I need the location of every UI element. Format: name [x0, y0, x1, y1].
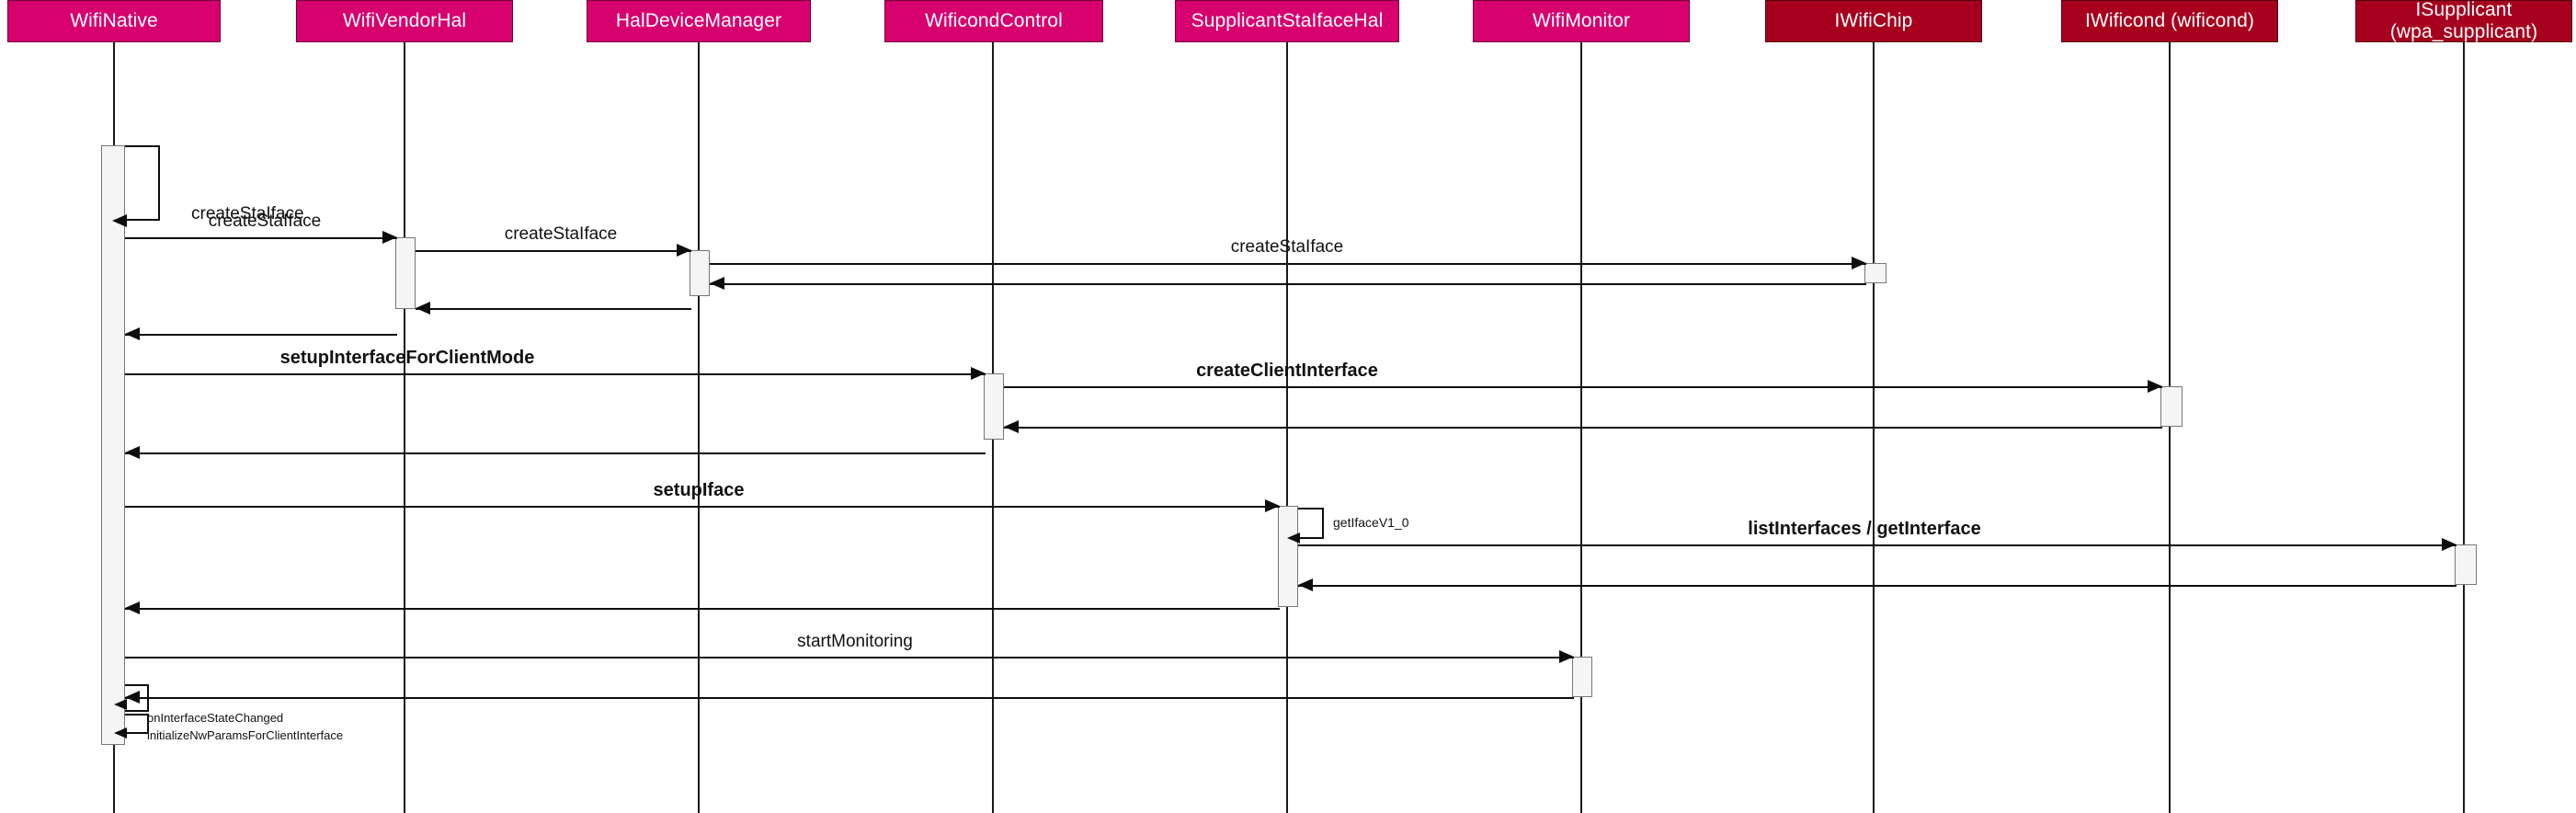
messageline-m2	[125, 237, 397, 239]
messageline-m7	[125, 334, 397, 336]
messageline-m8	[125, 373, 986, 375]
arrowhead-m2	[382, 231, 397, 244]
participant-iwificond[interactable]: IWificond (wificond)	[2061, 0, 2278, 42]
arrowhead-m15	[1298, 578, 1313, 591]
messageline-m6	[416, 308, 691, 310]
activation-supplicantstaifacehal	[1278, 506, 1298, 607]
messageline-m16	[125, 608, 1280, 610]
lifeline-wifivendorhal	[404, 42, 405, 813]
messageline-m5	[710, 283, 1866, 285]
message-label-m8: setupInterfaceForClientMode	[279, 348, 535, 368]
message-label-m13: getIfaceV1_0	[1333, 515, 1409, 530]
participant-isupplicant[interactable]: ISupplicant (wpa_supplicant)	[2355, 0, 2572, 42]
messageline-m18	[125, 697, 1574, 699]
lifeline-haldevicemanager	[698, 42, 700, 813]
lifeline-isupplicant	[2463, 42, 2465, 813]
message-label-m17: startMonitoring	[797, 632, 913, 651]
participant-haldevicemanager[interactable]: HalDeviceManager	[587, 0, 811, 42]
participant-wificondcontrol[interactable]: WificondControl	[884, 0, 1103, 42]
messageline-m14	[1298, 544, 2456, 546]
arrowhead-m11	[125, 446, 140, 459]
message-label-m12: setupIface	[653, 480, 745, 500]
arrowhead-m16	[125, 601, 140, 614]
arrowhead-m10	[1004, 420, 1019, 433]
messageline-m11	[125, 452, 986, 454]
arrowhead-m3	[677, 244, 691, 257]
arrowhead-m17	[1559, 650, 1574, 663]
selfloop-oninterfacestatechanged	[125, 684, 149, 712]
arrowhead-m20	[114, 727, 127, 739]
arrowhead-m9	[2148, 380, 2162, 393]
messageline-m9	[1004, 386, 2162, 388]
activation-wificondcontrol	[984, 373, 1004, 440]
message-label-m2: createStaIface	[208, 212, 322, 231]
messageline-m17	[125, 657, 1574, 658]
arrowhead-m4	[1852, 257, 1866, 269]
activation-wifinative-main	[101, 145, 125, 745]
messageline-m15	[1298, 585, 2456, 587]
arrowhead-m7	[125, 327, 140, 340]
message-label-m9: createClientInterface	[1196, 361, 1378, 381]
message-label-m14: listInterfaces / getInterface	[1748, 519, 1981, 539]
arrowhead-m19	[114, 699, 127, 710]
participant-wifinative[interactable]: WifiNative	[7, 0, 221, 42]
messageline-m3	[416, 250, 691, 252]
message-label-m1: createStaIface	[191, 204, 304, 223]
activation-wifimonitor	[1572, 657, 1592, 697]
arrowhead-m12	[1265, 499, 1280, 512]
activation-iwifichip	[1864, 263, 1886, 283]
selfloop-initializenwparamsforclientinterface	[125, 714, 149, 734]
messageline-m10	[1004, 427, 2162, 429]
participant-supplicantstaifacehal[interactable]: SupplicantStaIfaceHal	[1175, 0, 1399, 42]
activation-isupplicant	[2455, 544, 2477, 585]
selfloop-getifacev1-0	[1298, 508, 1324, 539]
messageline-m12	[125, 506, 1280, 508]
activation-haldevicemanager	[690, 250, 710, 296]
arrowhead-m8	[971, 367, 986, 380]
participant-wifivendorhal[interactable]: WifiVendorHal	[296, 0, 513, 42]
messageline-m4	[710, 263, 1866, 265]
arrowhead-m13	[1287, 532, 1300, 544]
participant-iwifichip[interactable]: IWifiChip	[1765, 0, 1982, 42]
activation-iwificond	[2160, 386, 2183, 427]
selfloop-createstaiface	[125, 145, 160, 221]
message-label-m19: onInterfaceStateChanged	[147, 711, 284, 725]
arrowhead-m18	[125, 691, 140, 704]
participant-wifimonitor[interactable]: WifiMonitor	[1473, 0, 1690, 42]
lifeline-iwificond	[2169, 42, 2171, 813]
message-label-m20: initializeNwParamsForClientInterface	[147, 728, 344, 742]
message-label-m4: createStaIface	[1230, 237, 1344, 257]
arrowhead-m1	[112, 214, 127, 227]
activation-wifivendorhal	[395, 237, 416, 309]
arrowhead-m6	[416, 302, 430, 315]
arrowhead-m14	[2442, 538, 2456, 551]
message-label-m3: createStaIface	[504, 224, 618, 244]
arrowhead-m5	[710, 277, 724, 290]
